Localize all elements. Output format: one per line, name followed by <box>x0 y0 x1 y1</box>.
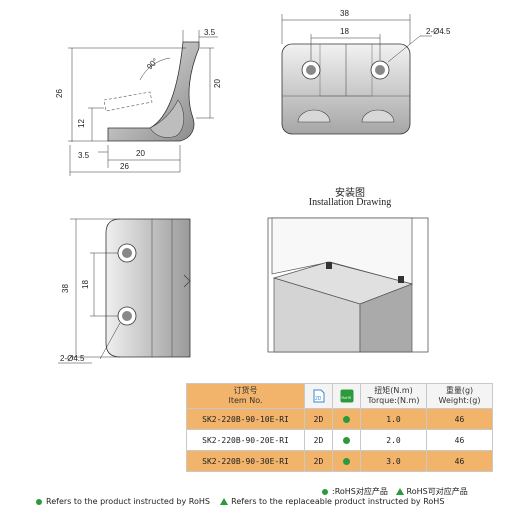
legend-cn-tri-text: RoHS可对应产品 <box>406 487 468 496</box>
legend-en-dot-text: Refers to the product instructed by RoHS <box>46 497 210 506</box>
side-view-drawing: 26 12 20 3.5 90° 3.5 20 26 <box>55 28 222 176</box>
cell-weight: 46 <box>426 408 493 430</box>
rohs-icon-label: RoHS <box>341 396 351 400</box>
table-row: SK2-220B-90-20E-RI 2D 2.0 46 <box>186 429 493 451</box>
legend-cn: :RoHS对应产品 RoHS可对应产品 <box>322 486 468 497</box>
legend-en: Refers to the product instructed by RoHS… <box>36 497 444 506</box>
cell-rohs <box>332 450 361 472</box>
front-view-drawing: 38 18 2-Ø4.5 <box>58 218 191 364</box>
cell-item-no: SK2-220B-90-20E-RI <box>186 429 305 451</box>
header-item-no-cn: 订货号 <box>233 386 258 395</box>
cell-torque: 1.0 <box>360 408 427 430</box>
cell-rohs <box>332 429 361 451</box>
file-2d-icon-label: 2D <box>315 396 322 402</box>
legend-triangle-icon <box>220 498 229 505</box>
dim-26-height: 26 <box>55 89 64 98</box>
legend-dot-icon <box>36 498 42 505</box>
header-rohs-icon: RoHS <box>332 383 361 409</box>
dim-20-height: 20 <box>213 79 222 88</box>
header-2d-icon: 2D <box>304 383 333 409</box>
installation-title-cn: 安装图 <box>335 188 365 199</box>
dim-20-width: 20 <box>136 149 145 158</box>
dim-26-width: 26 <box>120 162 129 171</box>
table-row: SK2-220B-90-30E-RI 2D 3.0 46 <box>186 450 493 472</box>
legend-dot-icon <box>322 488 328 495</box>
header-weight-cn: 重量(g) <box>445 386 474 395</box>
dim-3-5-bottom: 3.5 <box>78 151 90 160</box>
cell-rohs <box>332 408 361 430</box>
header-item-no-en: Item No. <box>228 396 263 405</box>
top-hole-callout: 2-Ø4.5 <box>426 27 451 36</box>
cell-item-no: SK2-220B-90-30E-RI <box>186 450 305 472</box>
front-dim-38: 38 <box>61 284 70 293</box>
front-hole-callout: 2-Ø4.5 <box>60 354 85 363</box>
header-torque: 扭矩(N.m) Torque:(N.m) <box>360 383 427 409</box>
cell-torque: 2.0 <box>360 429 427 451</box>
front-dim-18: 18 <box>81 280 90 289</box>
cell-weight: 46 <box>426 450 493 472</box>
table-row: SK2-220B-90-10E-RI 2D 1.0 46 <box>186 408 493 430</box>
rohs-dot-icon <box>343 457 350 465</box>
legend-en-tri-text: Refers to the replaceable product instru… <box>231 497 445 506</box>
table-header-row: 订货号 Item No. 2D RoHS 扭矩(N.m) Torque:(N.m… <box>186 383 493 409</box>
header-torque-cn: 扭矩(N.m) <box>374 386 413 395</box>
top-dim-18: 18 <box>340 27 349 36</box>
dim-3-5-top: 3.5 <box>204 28 216 37</box>
cell-weight: 46 <box>426 429 493 451</box>
cell-2d: 2D <box>304 429 333 451</box>
top-view-drawing: 38 18 2-Ø4.5 <box>281 9 451 135</box>
cell-2d: 2D <box>304 450 333 472</box>
header-torque-en: Torque:(N.m) <box>367 396 420 405</box>
legend-triangle-icon <box>395 488 404 495</box>
rohs-dot-icon <box>343 436 350 444</box>
installation-title-en: Installation Drawing <box>308 197 392 208</box>
header-weight: 重量(g) Weight:(g) <box>426 383 493 409</box>
header-item-no: 订货号 Item No. <box>186 383 305 409</box>
dim-12-height: 12 <box>77 119 86 128</box>
top-dim-38: 38 <box>340 9 349 18</box>
rohs-dot-icon <box>343 415 350 423</box>
file-2d-icon: 2D <box>313 389 324 403</box>
dim-90-degree: 90° <box>145 56 160 71</box>
installation-drawing <box>267 217 429 353</box>
cell-2d: 2D <box>304 408 333 430</box>
cell-torque: 3.0 <box>360 450 427 472</box>
cell-item-no: SK2-220B-90-10E-RI <box>186 408 305 430</box>
header-weight-en: Weight:(g) <box>438 396 481 405</box>
spec-table: 订货号 Item No. 2D RoHS 扭矩(N.m) Torque:(N.m… <box>186 383 493 472</box>
legend-cn-dot-text: :RoHS对应产品 <box>332 487 388 496</box>
rohs-icon: RoHS <box>340 389 353 403</box>
